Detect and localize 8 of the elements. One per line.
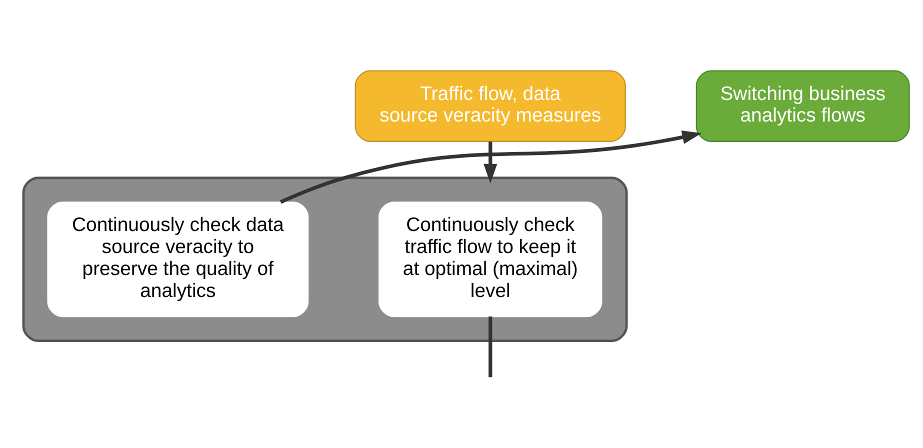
node-box: Switching business analytics flows — [696, 70, 910, 142]
arrow — [484, 141, 498, 183]
connector — [488, 316, 492, 377]
cluster — [22, 176, 628, 342]
node-box: Traffic flow, data source veracity measures — [354, 70, 626, 142]
arrow — [280, 130, 702, 204]
node-box: Continuously check traffic flow to keep it at optimal (maximal) level — [378, 201, 602, 317]
node-box: Continuously check data source veracity to preserve the quality of analytics — [47, 201, 309, 317]
